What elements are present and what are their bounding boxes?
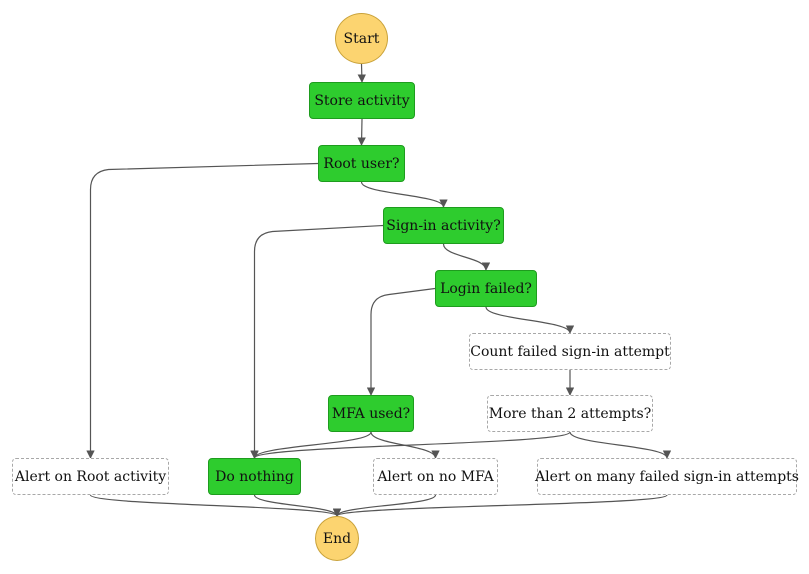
alert-many-failed-signin-state[interactable]: Alert on many failed sign-in attempts [535, 458, 799, 495]
edge-login-failed-to-mfa-used [366, 287, 436, 396]
store-activity-label: Store activity [314, 92, 410, 109]
edge-root-user-to-signin-activity [360, 181, 448, 208]
mfa-used-label: MFA used? [331, 405, 411, 422]
edge-start-to-store-activity [357, 63, 366, 83]
end-node[interactable]: End [315, 516, 359, 561]
edge-login-failed-to-count-failed [485, 306, 575, 334]
root-user-label: Root user? [323, 155, 400, 172]
alert-no-mfa-state[interactable]: Alert on no MFA [373, 458, 498, 495]
alert-root-activity-state[interactable]: Alert on Root activity [12, 458, 169, 495]
edge-do-nothing-to-end [253, 494, 342, 517]
edge-signin-activity-to-do-nothing [250, 224, 384, 459]
do-nothing-state[interactable]: Do nothing [208, 458, 301, 495]
count-failed-signin-label: Count failed sign-in attempt [470, 343, 670, 360]
start-node-label: Start [343, 30, 380, 47]
login-failed-label: Login failed? [440, 280, 532, 297]
end-node-label: End [322, 530, 352, 547]
alert-many-failed-signin-label: Alert on many failed sign-in attempts [535, 468, 799, 485]
more-than-2-attempts-label: More than 2 attempts? [488, 405, 652, 422]
signin-activity-state[interactable]: Sign-in activity? [383, 207, 504, 244]
signin-activity-label: Sign-in activity? [386, 217, 501, 234]
start-node[interactable]: Start [335, 13, 388, 64]
alert-root-activity-label: Alert on Root activity [14, 468, 167, 485]
do-nothing-label: Do nothing [215, 468, 294, 485]
login-failed-state[interactable]: Login failed? [435, 270, 537, 307]
mfa-used-state[interactable]: MFA used? [328, 395, 414, 432]
edge-more-than-2-to-do-nothing [250, 431, 571, 459]
edge-signin-activity-to-login-failed [442, 243, 491, 271]
edge-root-user-to-alert-root [86, 162, 319, 459]
edge-alert-root-to-end [89, 494, 342, 517]
root-user-state[interactable]: Root user? [318, 145, 405, 182]
edge-alert-many-failed-to-end [333, 494, 668, 517]
edge-mfa-used-to-do-nothing [250, 431, 372, 459]
store-activity-state[interactable]: Store activity [309, 82, 415, 119]
edge-more-than-2-to-alert-many-failed [569, 431, 672, 459]
more-than-2-attempts-state[interactable]: More than 2 attempts? [487, 395, 653, 432]
alert-no-mfa-label: Alert on no MFA [377, 468, 494, 485]
count-failed-signin-state[interactable]: Count failed sign-in attempt [469, 333, 671, 370]
edge-store-activity-to-root-user [357, 118, 366, 146]
